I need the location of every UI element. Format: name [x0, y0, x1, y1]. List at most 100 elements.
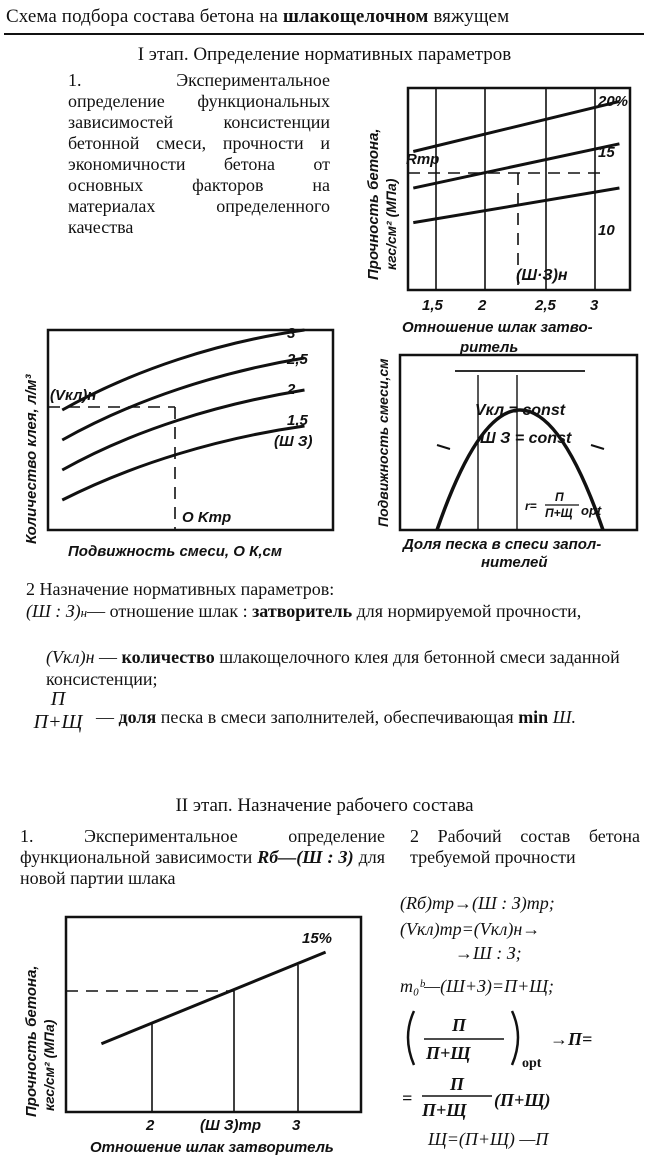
page-title: Схема подбора состава бетона на шлакощел…	[6, 6, 510, 27]
def3-min-sym: Ш.	[552, 707, 576, 727]
formula-2b: →Ш : З;	[455, 943, 522, 963]
strength-series-line-2	[413, 186, 620, 225]
def3-text-pre: —	[96, 707, 119, 727]
strength-xlabel-2: ритель	[459, 339, 518, 356]
strength-chart: Rтр 20% 15 10 (Ш·З)н 1,5 2 2,5 3 Отношен…	[365, 86, 632, 356]
step2-title: 2 Назначение нормативных параметров:	[26, 579, 335, 599]
def1-row: (Ш : З)н— отношение шлак : затворитель д…	[26, 600, 646, 624]
strength-series-line-1	[412, 142, 620, 190]
ok-label: О Kтр	[182, 509, 231, 526]
def1-text-pre: — отношение шлак :	[87, 601, 253, 621]
work-xlabel: Отношение шлак затворитель	[90, 1139, 334, 1156]
work-tick-3: 3	[292, 1117, 301, 1134]
def3-fraction: П П+Щ	[28, 688, 88, 734]
glue-series-curve-2	[61, 388, 305, 472]
f4-paren-right	[510, 1010, 520, 1066]
mobility-xlabel-1: Доля песка в спеси запол-	[401, 536, 601, 553]
def3-text-post: песка в смеси заполнителей, обеспечивающ…	[156, 707, 519, 727]
f5-num: П	[449, 1074, 465, 1094]
def1-symbol: (Ш : З)	[26, 601, 81, 621]
glue-sz-note: (Ш З)	[274, 433, 312, 450]
stage2-step1: 1. Экспериментальное определение функцио…	[20, 826, 385, 889]
r-den: П+Щ	[545, 506, 573, 520]
def2-text-pre: —	[99, 647, 122, 667]
r-label-pre: r=	[525, 499, 537, 513]
glue-xlabel: Подвижность смеси, О К,см	[68, 543, 282, 560]
strength-series-line-0	[412, 100, 620, 153]
def1-text-bold: затворитель	[252, 601, 353, 621]
glue-series-1-5: 1,5	[287, 412, 309, 429]
f4-num: П	[451, 1015, 467, 1035]
sz-norm-label: (Ш·З)н	[516, 267, 568, 284]
work-chart: 15% 2 (Ш З)тр 3 Отношение шлак затворите…	[23, 915, 363, 1156]
glue-series-2-5: 2,5	[286, 351, 309, 368]
glue-chart-frame	[46, 328, 335, 532]
mobility-tick-right	[590, 444, 605, 450]
stage1-step1-text: 1. Экспериментальное определение функцио…	[68, 70, 330, 237]
stage2-step1-sym: Rб—(Ш : З)	[257, 847, 354, 867]
work-chart-frame	[64, 915, 363, 1114]
mobility-ylabel: Подвижность смеси,см	[375, 358, 391, 527]
x-tick-2: 2	[477, 297, 487, 314]
def1-sub: н	[80, 605, 88, 620]
work-ylabel-2: кгс/см² (МПа)	[41, 1019, 57, 1111]
glue-series-2: 2	[286, 381, 296, 398]
f5-den: П+Щ	[421, 1100, 467, 1120]
mobility-xlabel-2: нителей	[481, 554, 548, 571]
work-series-label: 15%	[302, 930, 332, 947]
formula-4: П П+Щ opt →П=	[406, 1010, 592, 1071]
formula-1: (Rб)тр→(Ш : З)тр;	[400, 893, 555, 913]
title-rule	[4, 33, 644, 35]
vkl-label: (Vкл)н	[50, 387, 96, 404]
glue-series-curve-0	[61, 328, 305, 412]
work-series-line-0	[100, 950, 327, 1046]
glue-series-curve-1	[61, 356, 305, 442]
f5-post: (П+Щ)	[494, 1090, 551, 1111]
def3-min: min	[518, 707, 549, 727]
mobility-tick-left	[436, 444, 451, 450]
x-tick-1-5: 1,5	[422, 297, 444, 314]
stage2-step2: 2 Рабочий состав бетона требуемой прочно…	[410, 826, 640, 867]
series-label-10: 10	[598, 222, 615, 239]
strength-chart-frame	[406, 86, 632, 292]
r-num: П	[555, 490, 564, 504]
f4-sub: opt	[522, 1056, 542, 1071]
work-tick-2: 2	[145, 1117, 155, 1134]
glue-ylabel: Количество клея, л/м³	[23, 374, 40, 544]
work-ylabel-1: Прочность бетона,	[23, 965, 40, 1117]
rtr-label: Rтр	[406, 151, 439, 168]
def2-row: (Vкл)н — количество шлакощелочного клея …	[46, 646, 646, 690]
f4-post: →П=	[550, 1029, 592, 1049]
sz-const: Ш З = const	[480, 430, 572, 447]
glue-chart: (Vкл)н О Kтр 3 2,5 2 1,5 (Ш З) Подвижнос…	[23, 325, 335, 560]
def2-text-bold: количество	[121, 647, 215, 667]
strength-ylabel-1: Прочность бетона,	[365, 128, 382, 280]
vkl-const: Vкл = const	[475, 402, 566, 419]
stage2-step1-pre: 1. Экспериментальное определение функцио…	[20, 826, 385, 867]
def1-text-post: для нормируемой прочности,	[352, 601, 582, 621]
def2-text-post: шлакощелочного клея для бетонной смеси з…	[46, 647, 620, 689]
f5-pre: =	[402, 1088, 412, 1108]
r-sub: opt	[581, 503, 602, 518]
strength-xlabel-1: Отношение шлак затво-	[402, 319, 593, 336]
formula-2a: (Vкл)тр=(Vкл)н→	[400, 919, 541, 939]
mobility-chart: Vкл = const Ш З = const r= П П+Щ opt Дол…	[375, 353, 639, 571]
def2-symbol: (Vкл)н	[46, 647, 95, 667]
mobility-curve	[435, 408, 605, 531]
x-tick-2-5: 2,5	[534, 297, 557, 314]
glue-series-3: 3	[287, 325, 296, 342]
formula-3: m₀ᵇ—(Ш+З)=П+Щ;	[400, 976, 554, 996]
f4-paren-left	[406, 1010, 416, 1066]
f4-den: П+Щ	[425, 1043, 471, 1063]
def3-row: — доля песка в смеси заполнителей, обесп…	[96, 706, 646, 728]
formula-6: Щ=(П+Щ) —П	[428, 1129, 549, 1149]
def3-text-bold: доля	[118, 707, 157, 727]
work-tick-sz: (Ш З)тр	[200, 1117, 261, 1134]
stage2-title: II этап. Назначение рабочего состава	[175, 795, 474, 816]
glue-series-curve-3	[61, 424, 305, 502]
stage2-step1-post: для новой партии шлака	[20, 847, 385, 888]
mobility-chart-frame	[398, 353, 639, 532]
series-label-20: 20%	[597, 93, 628, 110]
series-label-15: 15	[598, 144, 615, 161]
x-tick-3: 3	[590, 297, 599, 314]
